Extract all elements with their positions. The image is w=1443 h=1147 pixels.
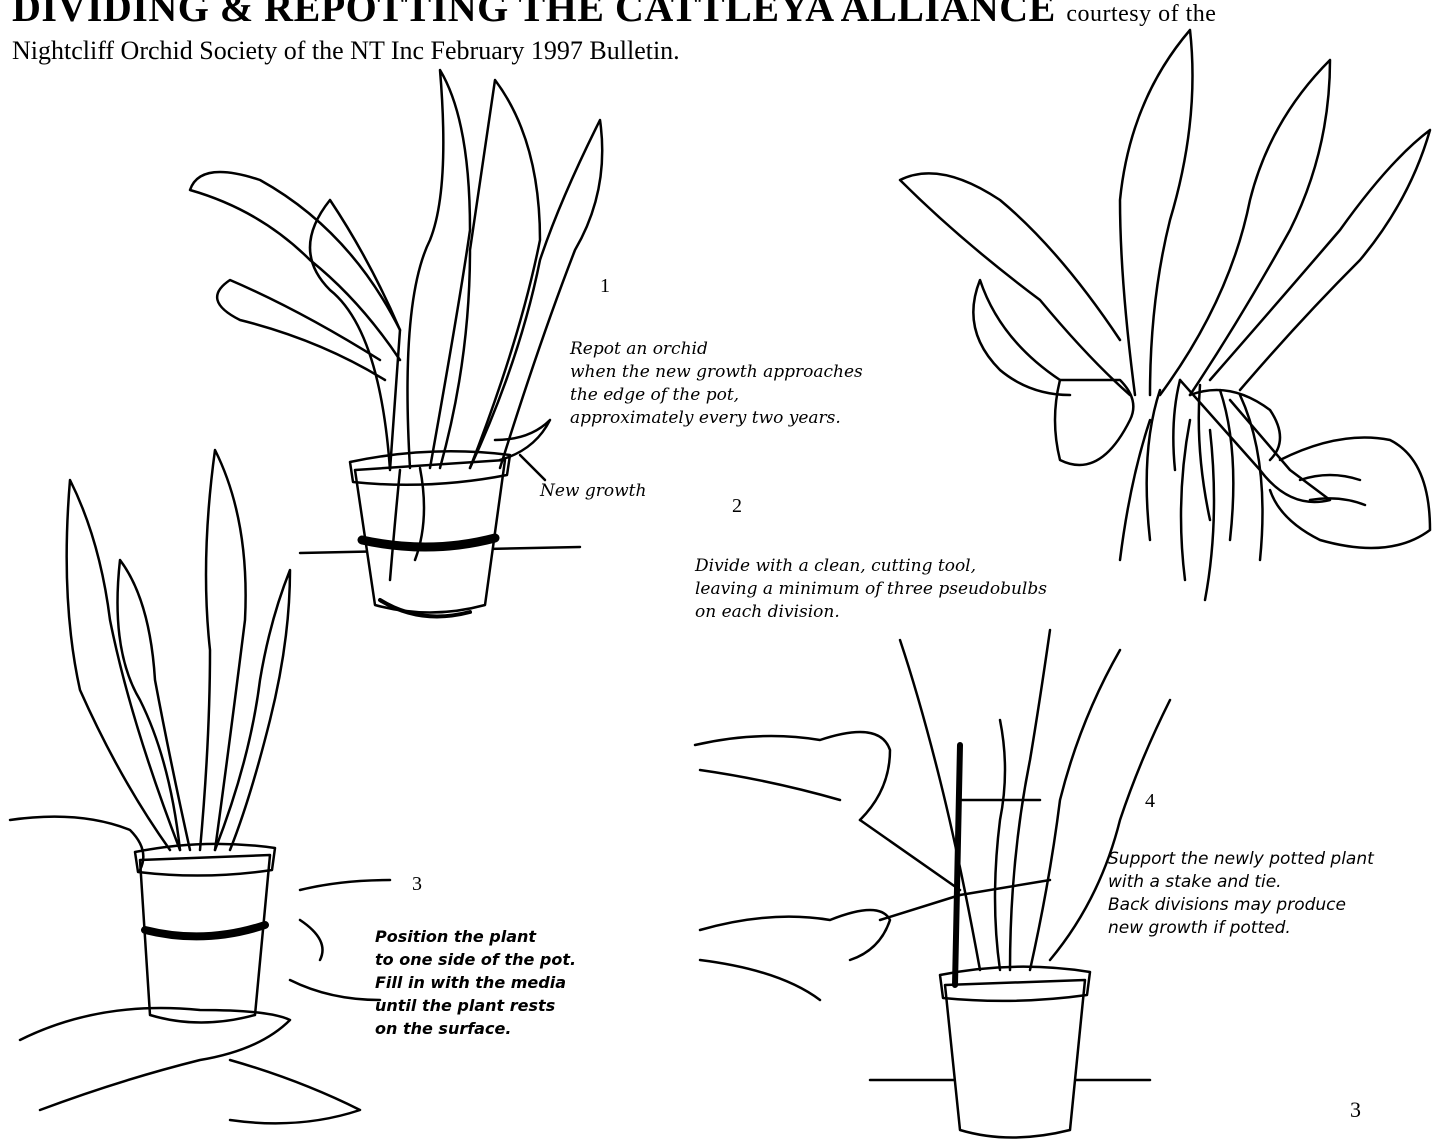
new-growth-label: New growth <box>540 480 646 503</box>
caption-step-4: Support the newly potted plant with a st… <box>1108 848 1374 940</box>
caption-step-1: Repot an orchid when the new growth appr… <box>570 338 863 430</box>
illustration-step-3-positioning <box>10 450 390 1123</box>
step-1-marker: 1 <box>600 275 610 298</box>
illustration-step-4-staking <box>695 630 1170 1138</box>
step-2-marker: 2 <box>732 495 742 518</box>
step-3-marker: 3 <box>412 873 422 896</box>
page-number: 3 <box>1350 1097 1361 1123</box>
caption-step-2: Divide with a clean, cutting tool, leavi… <box>695 555 1047 624</box>
caption-step-3: Position the plant to one side of the po… <box>375 925 576 1040</box>
illustration-step-2-dividing <box>900 30 1430 600</box>
step-4-marker: 4 <box>1145 790 1155 813</box>
illustration-step-1-orchid-in-pot <box>190 70 602 616</box>
